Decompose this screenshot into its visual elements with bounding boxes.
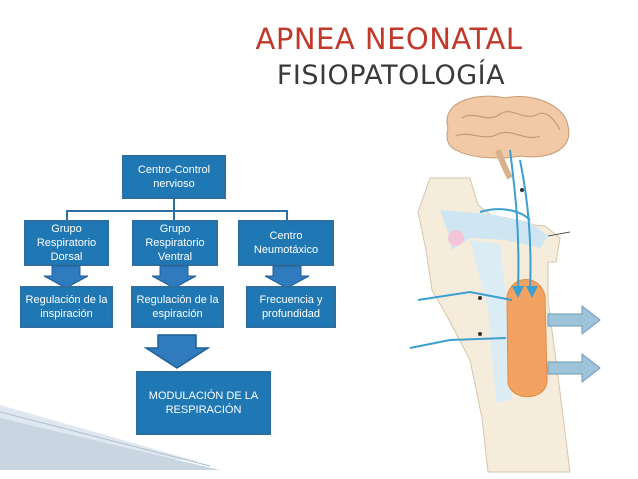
node-ventral-group: Grupo Respiratorio Ventral [132, 220, 218, 266]
arrow-down-dorsal [43, 265, 89, 289]
connector-horizontal [66, 210, 287, 212]
arrow-down-modulation [143, 334, 211, 369]
node-frequency-depth: Frecuencia y profundidad [246, 286, 336, 328]
output-arrow-upper [547, 304, 601, 336]
node-pneumotaxic-center-label: Centro Neumotáxico [253, 230, 319, 256]
node-modulation-label: MODULACIÓN DE LA RESPIRACIÓN [148, 390, 259, 416]
node-expiration-regulation: Regulación de la espiración [131, 286, 224, 328]
output-arrow-lower [547, 352, 601, 384]
node-frequency-depth-label: Frecuencia y profundidad [259, 294, 323, 320]
connector-center-down [173, 199, 175, 211]
node-center-control: Centro-Control nervioso [122, 155, 226, 199]
connector-ventral [173, 210, 175, 220]
node-dorsal-group-label: Grupo Respiratorio Dorsal [36, 223, 97, 263]
arrow-down-ventral [151, 265, 197, 289]
slide-subtitle: FISIOPATOLOGÍA [276, 60, 506, 91]
node-pneumotaxic-center: Centro Neumotáxico [238, 220, 334, 266]
connector-pneumo [286, 210, 288, 220]
slide-title: APNEA NEONATAL [255, 22, 523, 56]
node-inspiration-regulation: Regulación de la inspiración [20, 286, 113, 328]
node-inspiration-regulation-label: Regulación de la inspiración [25, 294, 108, 320]
connector-dorsal [66, 210, 68, 220]
node-center-control-label: Centro-Control nervioso [137, 164, 211, 190]
node-dorsal-group: Grupo Respiratorio Dorsal [24, 220, 109, 266]
node-expiration-regulation-label: Regulación de la espiración [136, 294, 219, 320]
arrow-down-pneumo [264, 265, 310, 289]
node-ventral-group-label: Grupo Respiratorio Ventral [145, 223, 205, 263]
node-modulation: MODULACIÓN DE LA RESPIRACIÓN [136, 371, 271, 435]
